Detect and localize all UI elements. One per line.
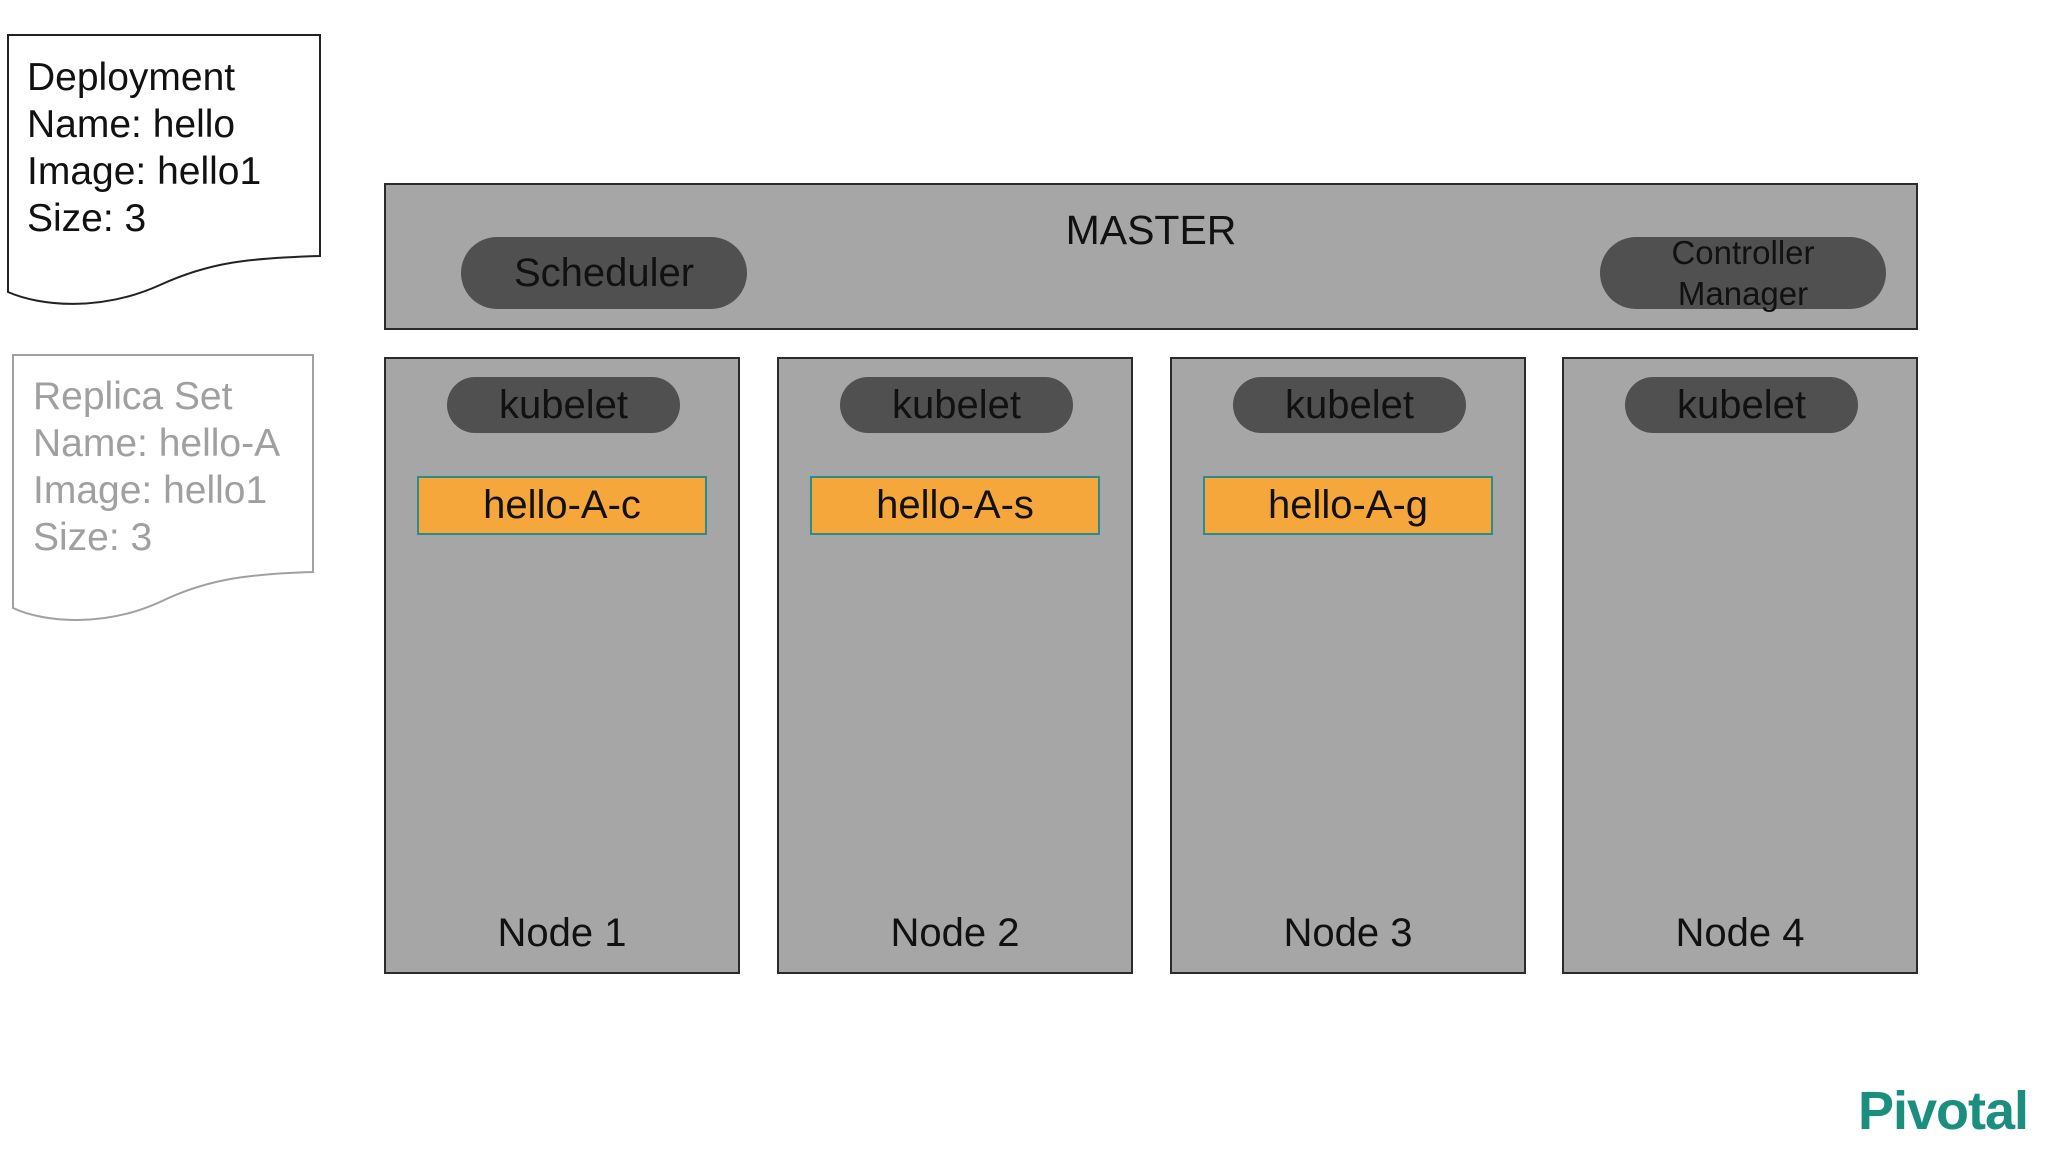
deployment-line-size: Size: 3 <box>27 197 147 240</box>
kubelet-pill: kubelet <box>447 377 680 433</box>
deployment-document-shape <box>7 34 321 305</box>
controller-manager-line2: Manager <box>1677 275 1809 312</box>
replica-set-document: Replica Set Name: hello-A Image: hello1 … <box>0 340 330 640</box>
node-3: kubelet hello-A-g Node 3 <box>1170 357 1526 974</box>
master-box: MASTER Scheduler Controller Manager <box>384 183 1918 330</box>
master-title: MASTER <box>1065 207 1237 253</box>
kubelet-pill: kubelet <box>1233 377 1466 433</box>
controller-manager-line1: Controller <box>1671 234 1815 271</box>
pod-box: hello-A-s <box>810 476 1100 535</box>
scheduler-pill: Scheduler <box>461 237 747 309</box>
node-1: kubelet hello-A-c Node 1 <box>384 357 740 974</box>
pivotal-logo: Pivotal <box>1858 1081 2029 1141</box>
node-label: Node 1 <box>497 911 627 955</box>
deployment-line-kind: Deployment <box>27 56 236 99</box>
node-label: Node 2 <box>890 911 1020 955</box>
node-4: kubelet Node 4 <box>1562 357 1918 974</box>
deployment-line-name: Name: hello <box>27 103 236 146</box>
controller-manager-pill: Controller Manager <box>1600 234 1886 312</box>
pod-box: hello-A-c <box>417 476 707 535</box>
replica-set-line-size: Size: 3 <box>33 516 153 559</box>
kubelet-pill: kubelet <box>1625 377 1858 433</box>
replica-set-line-image: Image: hello1 <box>33 469 268 512</box>
replica-set-document-shape <box>12 354 314 621</box>
node-label: Node 3 <box>1283 911 1413 955</box>
deployment-document: Deployment Name: hello Image: hello1 Siz… <box>0 0 330 320</box>
kubelet-pill: kubelet <box>840 377 1073 433</box>
node-label: Node 4 <box>1675 911 1805 955</box>
deployment-line-image: Image: hello1 <box>27 150 262 193</box>
pod-box: hello-A-g <box>1203 476 1493 535</box>
replica-set-line-name: Name: hello-A <box>33 422 281 465</box>
node-2: kubelet hello-A-s Node 2 <box>777 357 1133 974</box>
replica-set-line-kind: Replica Set <box>33 375 233 418</box>
